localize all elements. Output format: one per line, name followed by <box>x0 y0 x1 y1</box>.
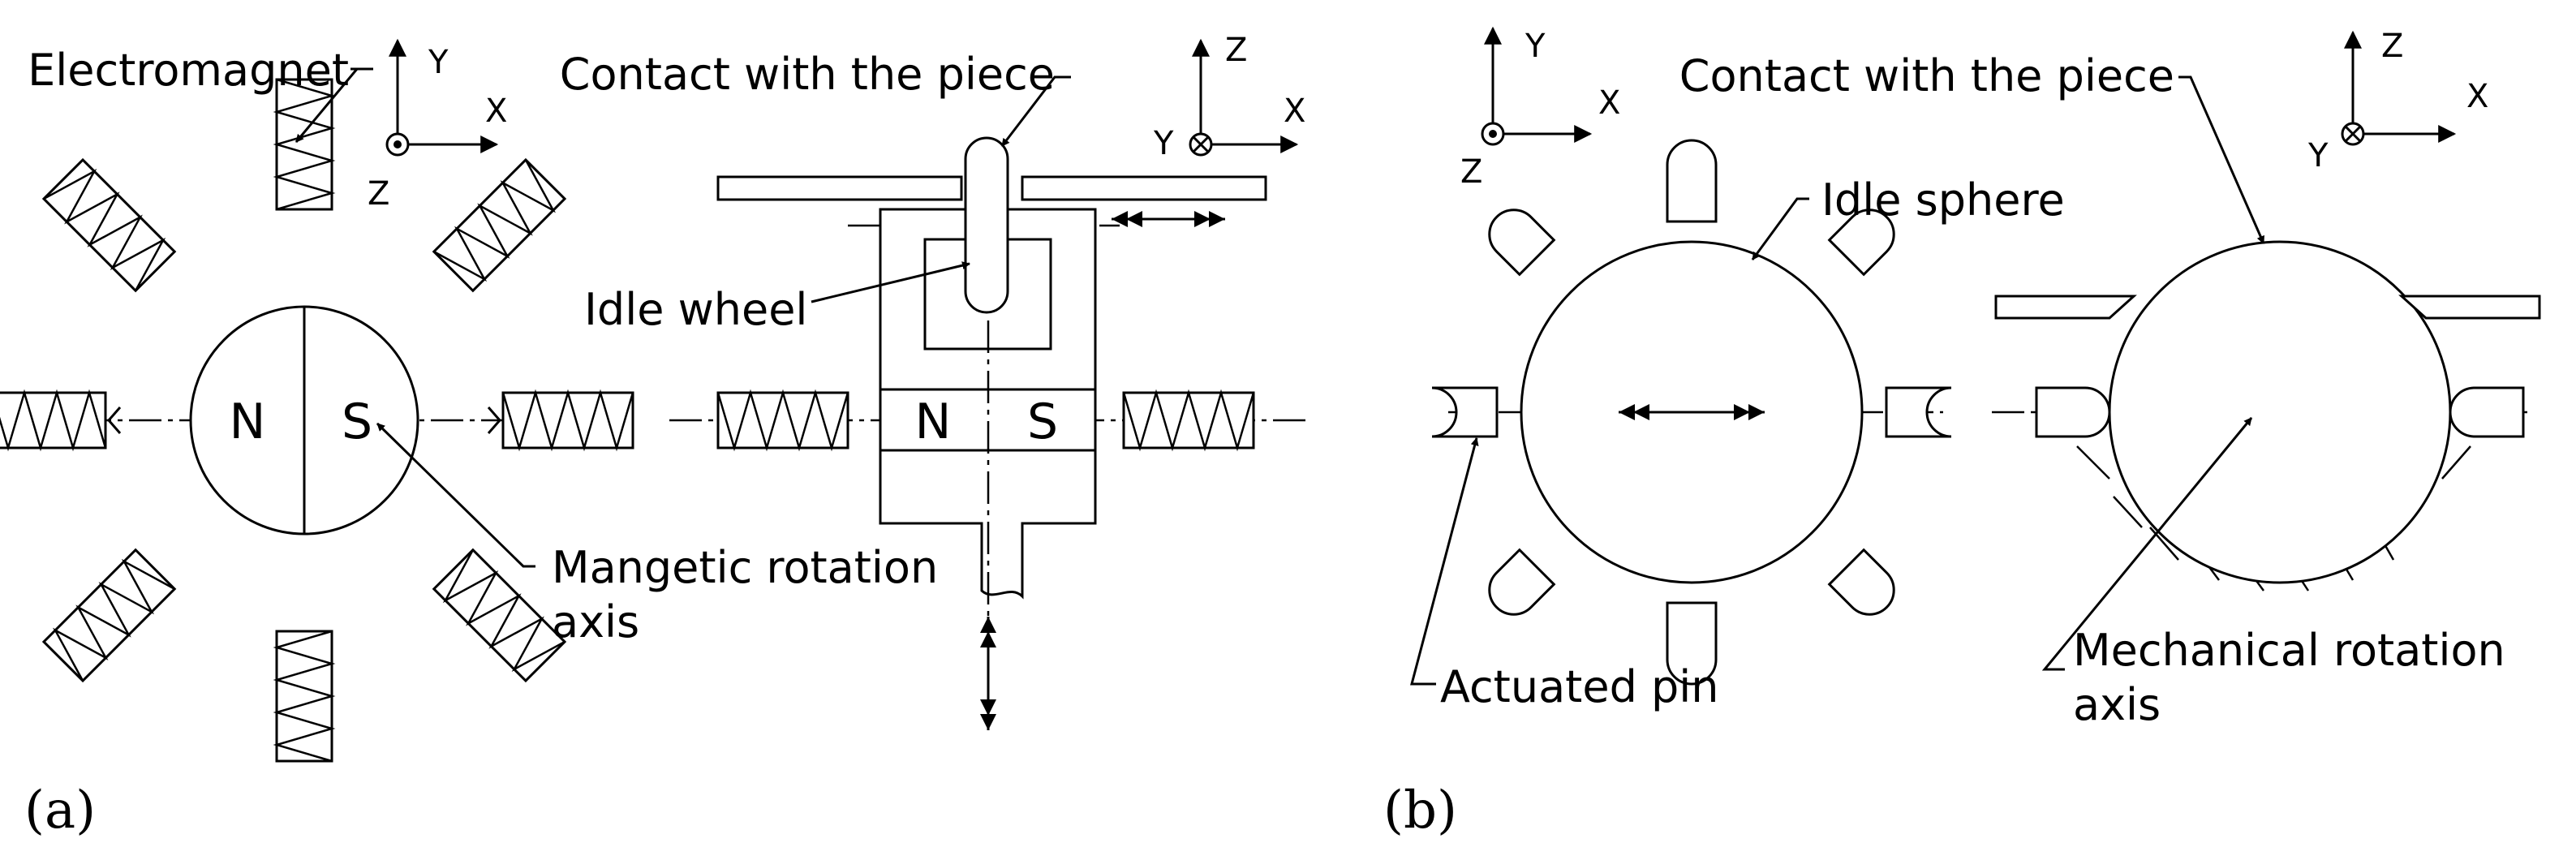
rotation-axis-label-line2: axis <box>552 596 639 647</box>
rotation-axis-leader <box>376 422 535 568</box>
axis-a2-right: X <box>1284 92 1305 130</box>
pin-top <box>1666 139 1718 223</box>
plate-right <box>1021 175 1267 201</box>
axis-b1-right: X <box>1598 84 1620 122</box>
b-side-pin-left <box>2035 386 2111 438</box>
electromagnet-bottom <box>273 630 336 763</box>
idle-wheel-leader <box>811 261 970 303</box>
axis-a2-up: Z <box>1225 32 1247 69</box>
axis-b2-right: X <box>2466 78 2488 115</box>
axis-b2-up: Z <box>2381 28 2403 65</box>
mech-axis-label-line2: axis <box>2073 679 2161 730</box>
pin-left <box>1431 386 1499 438</box>
contact-label-a: Contact with the piece <box>560 49 1055 100</box>
actuated-pin-leader <box>1410 437 1479 686</box>
caption-b: (b) <box>1383 781 1457 841</box>
side-pole-south: S <box>1027 394 1058 450</box>
mech-axis-label-line1: Mechanical rotation <box>2073 625 2505 676</box>
plate-left <box>716 175 963 201</box>
caption-a: (a) <box>24 781 96 841</box>
axis-b2-in: Y <box>2307 137 2329 174</box>
axes-b-top: Y X Z <box>1460 26 1620 191</box>
electromagnet-bottom-right <box>432 548 567 683</box>
electromagnet-leader <box>295 68 359 143</box>
axis-b1-out: Z <box>1460 153 1482 191</box>
axes-a-top: Y X Z <box>368 38 507 213</box>
pin-right <box>1885 386 1952 438</box>
b-plate-left <box>1994 295 2137 320</box>
electromagnet-top-right <box>432 157 567 293</box>
contact-leader-b <box>2178 75 2265 244</box>
idle-wheel <box>964 136 1009 314</box>
axes-b-side: Z X Y <box>2307 28 2488 174</box>
rotation-axis-label-line1: Mangetic rotation <box>552 542 938 593</box>
contact-leader <box>1000 75 1071 147</box>
pin-bottom <box>1666 601 1718 686</box>
contact-label-b: Contact with the piece <box>1679 50 2174 101</box>
axis-b1-up: Y <box>1525 28 1546 65</box>
top-view-magnet: N S <box>0 45 938 763</box>
pin-top-left <box>1488 209 1556 277</box>
axis-a1-right: X <box>485 92 507 130</box>
electromagnet-top-left <box>41 157 177 293</box>
pin-top-right <box>1827 209 1895 277</box>
panel-b: Y X Z <box>1383 26 2541 841</box>
electromagnet-bottom-left <box>41 548 177 683</box>
axis-a1-out: Z <box>368 175 389 213</box>
side-electromagnet-left <box>716 389 849 452</box>
electromagnet-top <box>273 78 336 211</box>
electromagnet-left <box>0 389 122 452</box>
pin-bottom-left <box>1488 548 1556 616</box>
side-electromagnet-right <box>1122 389 1255 452</box>
idle-sphere-leader <box>1751 197 1809 260</box>
electromagnet-right <box>487 389 634 452</box>
pin-bottom-right <box>1827 548 1895 616</box>
side-view-sphere: Contact with the piece Mechanical rotati… <box>1679 50 2541 730</box>
axis-a1-up: Y <box>428 44 449 81</box>
pole-south-label: S <box>342 394 372 450</box>
idle-wheel-label: Idle wheel <box>584 284 807 335</box>
sphere-side <box>2108 240 2452 584</box>
idle-sphere-label: Idle sphere <box>1821 174 2065 226</box>
electromagnet-label: Electromagnet <box>28 45 349 96</box>
b-plate-right <box>2398 295 2541 320</box>
pole-north-label: N <box>230 394 266 450</box>
actuated-pin-label: Actuated pin <box>1440 661 1719 712</box>
side-pole-north: N <box>915 394 952 450</box>
panel-a: N S <box>0 32 1306 841</box>
b-side-pin-right <box>2449 386 2525 438</box>
top-view-sphere: Idle sphere Actuated pin <box>1410 139 2065 712</box>
side-view-mechanism: N S Contact with the piece Idle wheel <box>560 49 1306 730</box>
axis-a2-in: Y <box>1153 125 1174 162</box>
axes-a-side: Z X Y <box>1153 32 1305 162</box>
mech-axis-leader <box>2041 417 2253 671</box>
